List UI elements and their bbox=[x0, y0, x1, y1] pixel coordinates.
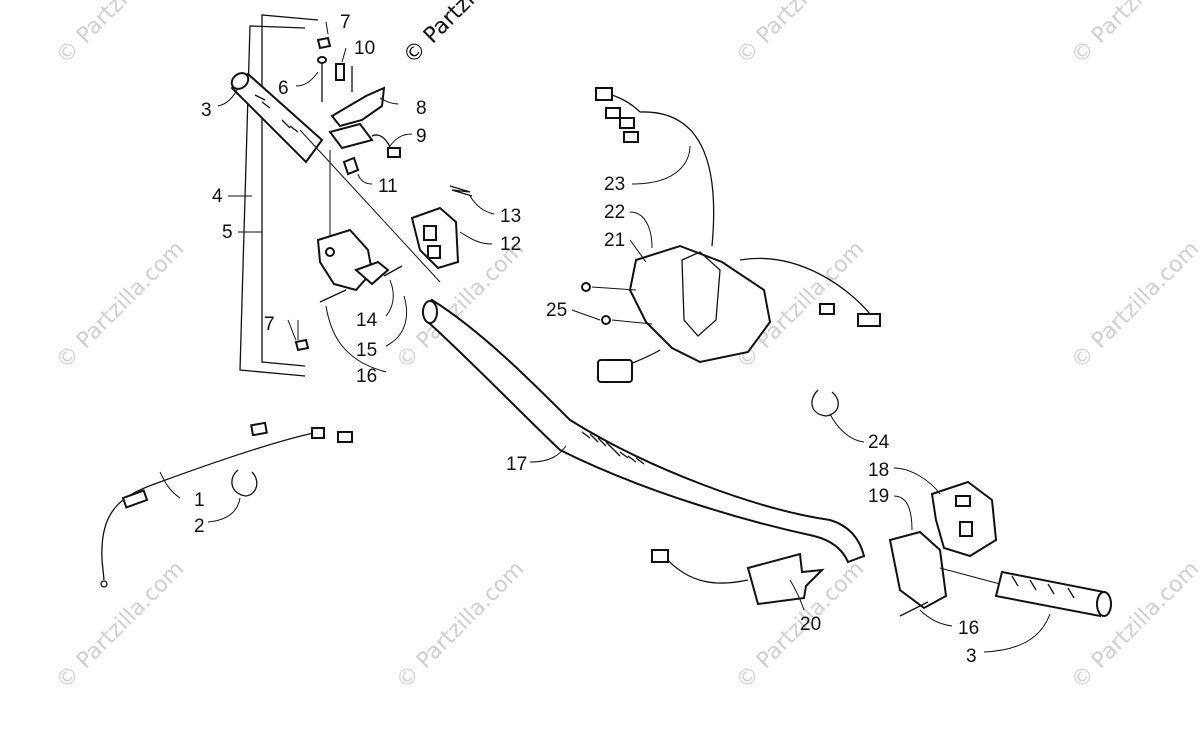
callout-16-right: 16 bbox=[958, 618, 979, 639]
group-bracket bbox=[239, 14, 319, 377]
watermark: © Partzilla.com bbox=[52, 557, 190, 695]
watermark: © Partzilla.com bbox=[1067, 0, 1200, 69]
part-21-screw bbox=[581, 282, 591, 292]
part-11-bushing bbox=[342, 156, 360, 176]
part-7-nut-top bbox=[316, 36, 332, 50]
copyright-mark: © Partzilla.com bbox=[399, 0, 537, 69]
callout-24: 24 bbox=[868, 432, 890, 453]
callout-14: 14 bbox=[356, 310, 378, 331]
part-17-handlebar bbox=[422, 298, 866, 564]
part-9-switch bbox=[328, 122, 401, 158]
callout-18: 18 bbox=[868, 460, 889, 481]
part-10-pin bbox=[335, 63, 353, 92]
callout-5: 5 bbox=[222, 222, 233, 243]
part-16-screw bbox=[319, 289, 347, 303]
callout-12: 12 bbox=[500, 234, 521, 255]
callout-10: 10 bbox=[354, 38, 375, 59]
callout-2: 2 bbox=[194, 516, 205, 537]
callout-7-bottom: 7 bbox=[264, 314, 275, 335]
watermark: © Partzilla.com bbox=[52, 0, 190, 69]
callout-15: 15 bbox=[356, 340, 377, 361]
part-16-screw-right bbox=[899, 601, 929, 617]
part-18-switch-housing bbox=[930, 480, 998, 558]
part-1-cable bbox=[100, 421, 353, 588]
part-20-wiring bbox=[651, 549, 825, 606]
callout-22: 22 bbox=[604, 202, 625, 223]
part-22-pad bbox=[628, 244, 772, 364]
right-grip bbox=[994, 570, 1112, 618]
callout-6: 6 bbox=[278, 78, 289, 99]
throttle-housing bbox=[316, 228, 390, 292]
callout-13: 13 bbox=[500, 206, 521, 227]
part-13-decal bbox=[449, 185, 473, 197]
callout-4: 4 bbox=[212, 186, 223, 207]
part-2-clip bbox=[231, 469, 258, 497]
watermark: © Partzilla.com bbox=[732, 0, 870, 69]
callout-17: 17 bbox=[506, 454, 527, 475]
callout-7-top: 7 bbox=[340, 12, 351, 33]
callout-labels: 1 2 3 3 4 5 6 7 7 8 9 10 11 12 13 14 15 … bbox=[194, 12, 979, 667]
callout-1: 1 bbox=[194, 490, 205, 511]
part-12-switch-housing bbox=[410, 206, 460, 270]
watermark: © Partzilla.com bbox=[1067, 557, 1200, 695]
callout-20: 20 bbox=[800, 614, 821, 635]
callout-16-left: 16 bbox=[356, 366, 377, 387]
callout-11: 11 bbox=[378, 176, 398, 197]
part-23-harness bbox=[595, 87, 881, 383]
callout-3-right: 3 bbox=[966, 646, 977, 667]
callout-21: 21 bbox=[604, 230, 625, 251]
callout-23: 23 bbox=[604, 174, 625, 195]
callout-8: 8 bbox=[416, 98, 427, 119]
part-24-clip bbox=[811, 389, 839, 417]
callout-25: 25 bbox=[546, 300, 567, 321]
watermark: © Partzilla.com bbox=[1067, 237, 1200, 375]
part-8-lever bbox=[330, 86, 386, 128]
left-grip bbox=[230, 72, 324, 164]
callout-9: 9 bbox=[416, 126, 427, 147]
leader-lines bbox=[159, 21, 1051, 653]
part-19-cover bbox=[888, 530, 948, 610]
part-25-screw bbox=[601, 315, 611, 325]
callout-3-left: 3 bbox=[201, 100, 212, 121]
callout-19: 19 bbox=[868, 486, 889, 507]
watermark: © Partzilla.com bbox=[52, 237, 190, 375]
part-6-screw bbox=[317, 56, 327, 102]
part-14-spring bbox=[383, 265, 403, 277]
watermark: © Partzilla.com bbox=[392, 557, 530, 695]
part-7-nut-bottom bbox=[294, 338, 310, 352]
